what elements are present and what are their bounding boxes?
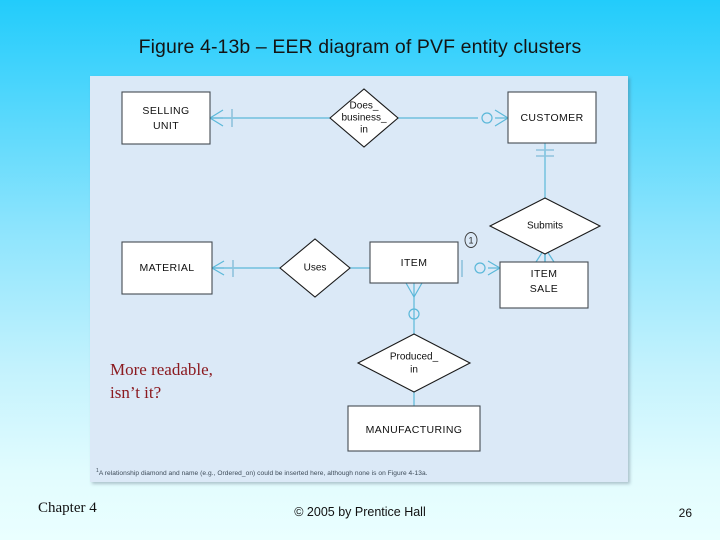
connector-selling-unit-does-business-in — [209, 109, 330, 127]
page-title: Figure 4-13b – EER diagram of PVF entity… — [138, 36, 582, 58]
connector-item-item-sale — [456, 260, 501, 277]
callout-line-2: isn’t it? — [110, 383, 162, 403]
eer-diagram-svg: SELLING UNIT CUSTOMER MATERIAL ITEM ITEM… — [121, 88, 602, 452]
entity-selling-unit-label-2: UNIT — [153, 120, 179, 132]
entity-item-sale[interactable]: ITEM SALE — [499, 261, 589, 309]
entity-item-sale-label-2: SALE — [530, 283, 558, 295]
relationship-produced-in[interactable]: Produced_ in — [356, 333, 472, 393]
footnote-marker-circled-one: 1 — [464, 232, 478, 248]
eer-diagram-panel: SELLING UNIT CUSTOMER MATERIAL ITEM ITEM… — [90, 76, 628, 482]
footer-page-number: 26 — [678, 506, 692, 520]
connector-does-business-in-customer — [398, 109, 509, 127]
entity-selling-unit[interactable]: SELLING UNIT — [121, 91, 211, 145]
diagram-footnote-text: A relationship diamond and name (e.g., O… — [98, 470, 428, 477]
entity-item-sale-label-1: ITEM — [531, 268, 558, 280]
entity-material-label: MATERIAL — [140, 262, 195, 274]
relationship-uses[interactable]: Uses — [279, 238, 351, 298]
entity-item[interactable]: ITEM — [369, 241, 459, 284]
entity-material[interactable]: MATERIAL — [121, 241, 213, 295]
entity-manufacturing[interactable]: MANUFACTURING — [347, 405, 481, 452]
relationship-produced-in-label-1: Produced_ — [390, 352, 439, 363]
relationship-does-business-in-label-1: Does_ — [350, 101, 379, 112]
diagram-footnote: 1A relationship diamond and name (e.g., … — [96, 468, 616, 477]
relationship-submits[interactable]: Submits — [488, 197, 602, 255]
entity-selling-unit-label-1: SELLING — [142, 105, 189, 117]
relationship-submits-label: Submits — [527, 221, 563, 232]
footer-copyright: © 2005 by Prentice Hall — [294, 505, 426, 519]
connector-item-produced-in — [405, 282, 423, 341]
entity-manufacturing-label: MANUFACTURING — [366, 424, 463, 436]
connector-material-uses — [211, 260, 280, 277]
entity-item-label: ITEM — [401, 257, 428, 269]
callout-text: More readable, isn’t it? — [110, 358, 350, 405]
entity-customer[interactable]: CUSTOMER — [507, 91, 597, 144]
relationship-uses-label: Uses — [304, 263, 327, 274]
relationship-does-business-in-label-2: business_ — [341, 113, 386, 124]
relationship-does-business-in-label-3: in — [360, 125, 368, 136]
footnote-marker-label: 1 — [468, 236, 473, 246]
relationship-does-business-in[interactable]: Does_ business_ in — [329, 88, 399, 148]
footer-chapter: Chapter 4 — [38, 500, 97, 516]
callout-line-1: More readable, — [110, 360, 213, 379]
relationship-produced-in-label-2: in — [410, 365, 418, 376]
entity-customer-label: CUSTOMER — [520, 112, 583, 124]
connector-customer-submits — [536, 143, 554, 204]
diagram-footnote-marker: 1 — [96, 467, 99, 474]
